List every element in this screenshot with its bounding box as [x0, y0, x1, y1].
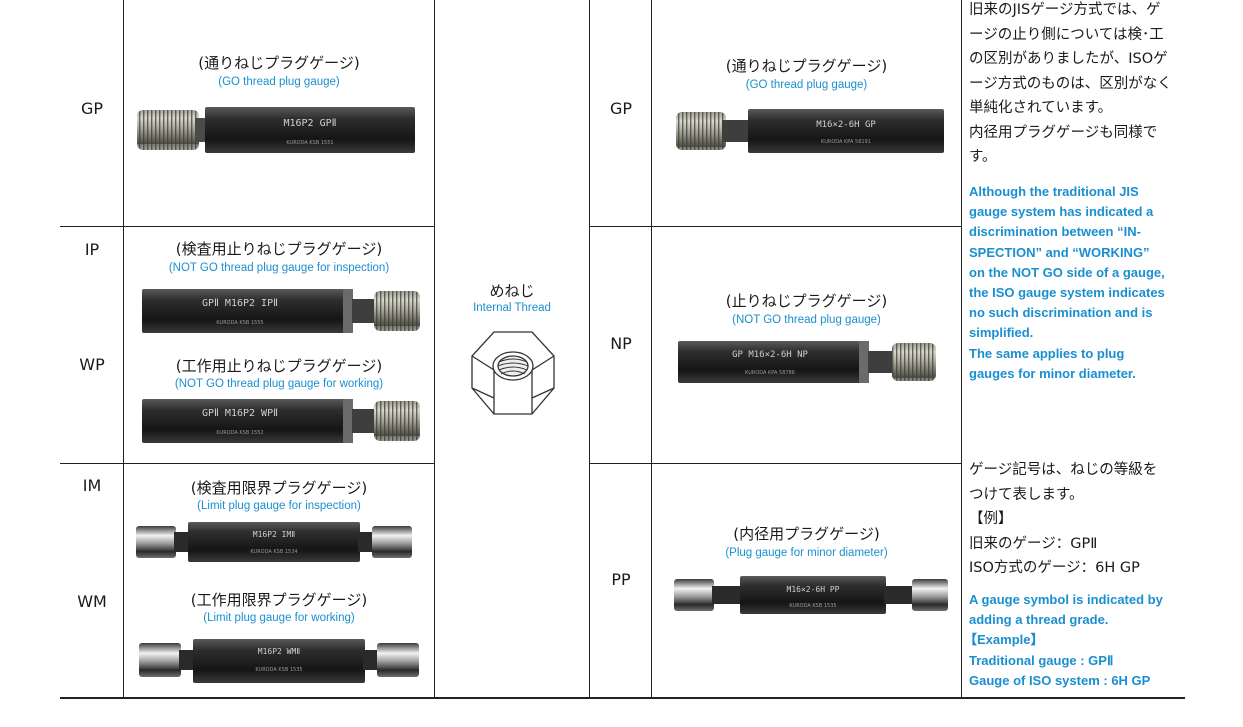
gauge-marking-wm: M16P2 WMⅡ: [258, 647, 301, 656]
code-np: NP: [610, 334, 632, 353]
gauge-image-gp-left: M16P2 GPⅡ KURODA KSB 1551: [137, 107, 415, 153]
divider-h-right-2: [589, 463, 962, 464]
note-line: す。: [969, 149, 997, 165]
note-line: SPECTION” and “WORKING”: [969, 244, 1150, 260]
label-jp-internal-thread: めねじ: [489, 282, 535, 300]
note-line: 旧来のJISゲージ方式では、ゲ: [969, 2, 1161, 18]
gauge-image-pp: M16×2-6H PP KURODA KSB 1535: [674, 576, 948, 614]
note-line: の区別がありましたが、ISOゲ: [969, 51, 1168, 67]
gauge-marking-np: GP M16×2-6H NP: [732, 350, 808, 360]
note-line: 内径用プラグゲージも同様で: [969, 124, 1158, 141]
label-jp-im: (検査用限界プラグゲージ): [190, 479, 368, 497]
label-jp-np: (止りねじプラグゲージ): [725, 292, 888, 310]
divider-h-right-1: [589, 226, 962, 227]
code-wm: WM: [77, 592, 107, 611]
label-en-gp-right: (GO thread plug gauge): [745, 79, 868, 91]
hex-nut-icon: [471, 331, 555, 415]
label-en-pp: (Plug gauge for minor diameter): [725, 547, 888, 559]
label-jp-ip: (検査用止りねじプラグゲージ): [175, 240, 383, 258]
gauge-marking-wp: GPⅡ M16P2 WPⅡ: [202, 408, 278, 419]
gauge-submark-ip: KURODA KSB 1555: [216, 320, 263, 326]
gauge-submark-wm: KURODA KSB 1535: [255, 667, 302, 673]
note-line: 【例】: [969, 511, 1013, 527]
note-line: 旧来のゲージ：GPⅡ: [969, 535, 1098, 552]
note-line: adding a thread grade.: [969, 612, 1109, 628]
gauge-submark-pp: KURODA KSB 1535: [789, 603, 836, 609]
gauge-submark-gp-right: KURODA KPA 58191: [821, 139, 871, 145]
label-jp-gp-right: (通りねじプラグゲージ): [725, 57, 888, 75]
label-en-gp-left: (GO thread plug gauge): [218, 76, 340, 88]
gauge-submark-im: KURODA KSB 1534: [250, 549, 297, 555]
note-line: simplified.: [969, 325, 1034, 341]
label-en-wp: (NOT GO thread plug gauge for working): [174, 378, 384, 390]
note-line: 単純化されています。: [969, 100, 1113, 116]
gauge-image-im: M16P2 IMⅡ KURODA KSB 1534: [136, 522, 412, 562]
note-line: Traditional gauge : GPⅡ: [969, 652, 1114, 668]
gauge-marking-gp-right: M16×2-6H GP: [816, 120, 876, 130]
note-line: Although the traditional JIS: [969, 184, 1139, 199]
note-line: ージ方式のものは、区別がなく: [969, 75, 1172, 92]
note-gauge-symbol-jp: ゲージ記号は、ねじの等級を つけて表します。 【例】 旧来のゲージ：GPⅡ IS…: [969, 458, 1184, 581]
gauge-image-gp-right: M16×2-6H GP KURODA KPA 58191: [676, 109, 944, 153]
note-line: ゲージ記号は、ねじの等級を: [969, 462, 1158, 478]
note-line: ISO方式のゲージ：6H GP: [969, 560, 1140, 576]
label-en-im: (Limit plug gauge for inspection): [197, 500, 361, 512]
gauge-image-wp: GPⅡ M16P2 WPⅡ KURODA KSB 1552: [142, 399, 420, 443]
gauge-marking-im: M16P2 IMⅡ: [253, 530, 296, 539]
note-line: Gauge of ISO system : 6H GP: [969, 672, 1151, 688]
note-line: The same applies to plug: [969, 345, 1125, 361]
divider-v4: [651, 0, 652, 698]
table-bottom-rule: [60, 697, 1185, 699]
gauge-submark-wp: KURODA KSB 1552: [216, 430, 263, 436]
gauge-marking-ip: GPⅡ M16P2 IPⅡ: [202, 298, 278, 309]
note-line: discrimination between “IN-: [969, 224, 1141, 240]
label-en-wm: (Limit plug gauge for working): [203, 612, 355, 624]
note-line: on the NOT GO side of a gauge,: [969, 264, 1165, 280]
code-gp-right: GP: [609, 99, 633, 118]
gauge-image-np: GP M16×2-6H NP KURODA KPA 58786: [678, 341, 936, 383]
note-line: つけて表します。: [969, 486, 1084, 503]
note-line: no such discrimination and is: [969, 305, 1153, 321]
note-line: ージの止り側については検･工: [969, 26, 1164, 43]
gauge-marking-gp-left: M16P2 GPⅡ: [283, 118, 336, 129]
label-en-internal-thread: Internal Thread: [473, 302, 551, 314]
note-line: 【Example】: [964, 632, 1044, 648]
note-jis-iso-jp: 旧来のJISゲージ方式では、ゲ ージの止り側については検･工 の区別がありました…: [969, 0, 1184, 170]
code-pp: PP: [611, 570, 631, 589]
note-gauge-symbol-en: A gauge symbol is indicated by adding a …: [964, 590, 1184, 691]
gauge-marking-pp: M16×2-6H PP: [787, 585, 840, 594]
note-line: A gauge symbol is indicated by: [969, 592, 1163, 607]
divider-v3: [589, 0, 590, 698]
gauge-submark-gp-left: KURODA KSB 1551: [286, 140, 333, 146]
divider-h-left-2: [60, 463, 435, 464]
gauge-submark-np: KURODA KPA 58786: [745, 370, 795, 376]
divider-v2: [434, 0, 435, 698]
label-en-np: (NOT GO thread plug gauge): [732, 314, 881, 326]
note-jis-iso-en: Although the traditional JIS gauge syste…: [969, 182, 1179, 384]
note-line: the ISO gauge system indicates: [969, 285, 1165, 301]
gauge-image-wm: M16P2 WMⅡ KURODA KSB 1535: [139, 639, 419, 683]
code-ip: IP: [84, 240, 100, 259]
code-im: IM: [82, 476, 102, 495]
label-jp-wm: (工作用限界プラグゲージ): [190, 591, 368, 609]
divider-v5: [961, 0, 962, 698]
note-line: gauge system has indicated a: [969, 204, 1154, 220]
divider-h-left-1: [60, 226, 435, 227]
code-gp-left: GP: [80, 99, 104, 118]
label-en-ip: (NOT GO thread plug gauge for inspection…: [168, 262, 390, 274]
note-line: gauges for minor diameter.: [969, 365, 1136, 381]
label-jp-wp: (工作用止りねじプラグゲージ): [175, 357, 383, 375]
label-jp-pp: (内径用プラグゲージ): [733, 525, 880, 543]
code-wp: WP: [79, 355, 105, 374]
divider-v1: [123, 0, 124, 698]
label-jp-gp-left: (通りねじプラグゲージ): [198, 54, 360, 72]
gauge-image-ip: GPⅡ M16P2 IPⅡ KURODA KSB 1555: [142, 289, 420, 333]
